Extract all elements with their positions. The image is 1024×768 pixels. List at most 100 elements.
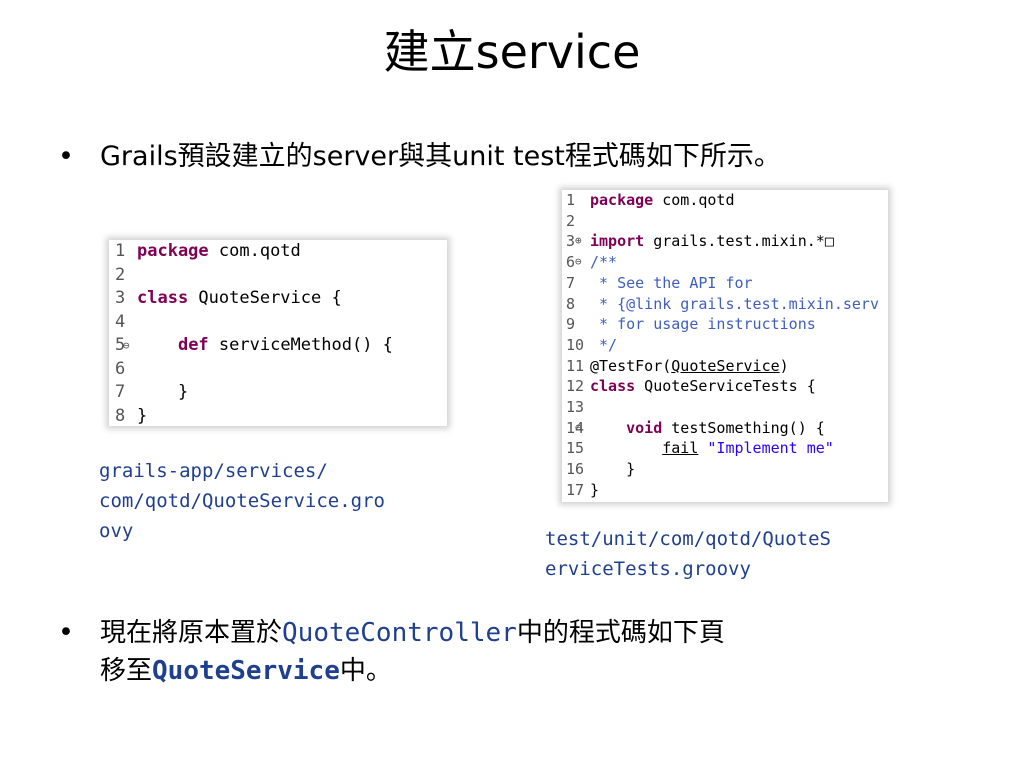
line-number: 9 [566, 315, 576, 334]
quote-service-code: QuoteService [152, 656, 340, 686]
line-number: 2 [115, 264, 126, 285]
fold-collapse-icon[interactable]: ⊖ [123, 339, 130, 352]
code-plain: com.qotd [208, 241, 301, 261]
code-keyword: class [590, 377, 636, 396]
code-text: * for usage instructions [590, 314, 816, 335]
bullet-2-pre: 現在將原本置於 [100, 618, 283, 648]
code-line: 7 * See the API for [562, 273, 888, 294]
code-indent [590, 419, 626, 437]
code-line: 3⊕import grails.test.mixin.*□ [562, 231, 888, 252]
line-number: 8 [566, 294, 576, 313]
code-line: 13 [562, 397, 888, 418]
line-number: 15 [566, 439, 585, 458]
code-plain: serviceMethod() { [208, 335, 393, 355]
line-number: 14 [566, 418, 585, 437]
code-comment: * for usage instructions [590, 315, 816, 334]
code-line: 11 @TestFor(QuoteService) [562, 356, 888, 377]
code-text: @TestFor(QuoteService) [590, 356, 789, 377]
bullet-1-text: Grails預設建立的server與其unit test程式碼如下所示。 [100, 141, 781, 172]
code-line: 10 */ [562, 335, 888, 356]
code-plain: } [137, 405, 148, 426]
line-number: 7 [566, 273, 576, 292]
code-text: } [590, 459, 635, 480]
code-underlined: fail [662, 439, 699, 458]
code-plain: ) [779, 356, 789, 375]
code-plain: } [590, 480, 600, 499]
code-string: "Implement me" [698, 439, 834, 458]
quote-controller-code: QuoteController [282, 618, 517, 648]
code-line: 6⊖ /** [562, 252, 888, 273]
code-text: package com.qotd [137, 240, 301, 264]
fold-expand-icon[interactable]: ⊕ [575, 234, 582, 248]
line-number: 17 [566, 480, 585, 499]
quote-service-code-screenshot: 1 package com.qotd 2 3 class QuoteService { 4… [109, 240, 447, 426]
code-line: 2 [109, 264, 447, 288]
code-text: } [590, 480, 599, 501]
service-file-path: grails-app/services/ com/qotd/QuoteServi… [99, 460, 385, 542]
code-text: class QuoteService { [137, 287, 342, 311]
bullet-2-line2-post: 中。 [339, 656, 392, 686]
line-number: 1 [566, 191, 576, 209]
line-number: 3 [566, 232, 576, 251]
line-number: 8 [115, 405, 126, 426]
line-number: 6 [115, 358, 126, 379]
fold-collapse-icon[interactable]: ⊖ [575, 255, 582, 269]
code-line: 7 } [109, 381, 447, 405]
code-plain: grails.test.mixin.* [644, 232, 825, 251]
code-plain: } [137, 382, 189, 402]
code-text: /** [590, 252, 617, 273]
bullet-dot: • [58, 617, 74, 648]
code-line: 17} [562, 480, 888, 501]
line-number: 1 [115, 241, 126, 261]
page-title: 建立service [383, 25, 641, 79]
code-keyword: def [177, 335, 209, 355]
code-plain: QuoteService { [188, 288, 342, 308]
bullet-2-line2-pre: 移至 [100, 656, 153, 686]
code-line: 5⊖ def serviceMethod() { [109, 334, 447, 358]
line-number: 5 [115, 335, 126, 355]
code-line: 1 package com.qotd [109, 240, 447, 264]
line-number: 10 [566, 335, 585, 354]
code-line: 15 fail "Implement me" [562, 438, 888, 459]
code-plain: } [590, 460, 636, 479]
line-number: 16 [566, 460, 585, 479]
code-keyword: class [137, 288, 189, 308]
line-number: 3 [115, 288, 126, 308]
line-number: 7 [115, 382, 126, 402]
code-underlined: QuoteService [671, 356, 780, 375]
code-comment: */ [590, 335, 618, 354]
code-text: void testSomething() { [590, 418, 825, 439]
code-line: 2 [562, 211, 888, 232]
code-line: 14⊖ void testSomething() { [562, 418, 888, 439]
code-text: def serviceMethod() { [137, 334, 393, 358]
code-comment: * See the API for [590, 273, 753, 292]
code-comment: /** [590, 253, 618, 272]
line-number: 4 [115, 311, 126, 332]
line-number: 12 [566, 377, 585, 396]
bullet-2-text: 現在將原本置於QuoteController中的程式碼如下頁 移至QuoteSe… [100, 614, 725, 690]
code-plain: @TestFor( [590, 356, 672, 375]
code-line: 1 package com.qotd [562, 190, 888, 211]
line-number: 2 [566, 211, 576, 230]
code-line: 8} [109, 405, 447, 429]
line-number: 13 [566, 398, 585, 416]
fold-collapse-icon[interactable]: ⊖ [575, 420, 582, 434]
collapsed-block-icon: □ [824, 232, 834, 251]
line-number: 6 [566, 253, 576, 272]
line-number: 11 [566, 356, 585, 375]
code-plain: com.qotd [653, 191, 735, 209]
code-line: 3 class QuoteService { [109, 287, 447, 311]
code-text: fail "Implement me" [590, 438, 834, 459]
code-text: } [137, 381, 188, 405]
code-keyword: package [590, 191, 654, 209]
code-line: 16 } [562, 459, 888, 480]
code-line: 8 * {@link grails.test.mixin.serv [562, 294, 888, 315]
code-plain: testSomething() { [662, 418, 825, 437]
bullet-2-mid: 中的程式碼如下頁 [516, 618, 725, 648]
code-keyword: void [626, 418, 663, 437]
code-keyword: package [137, 241, 209, 261]
code-indent [137, 335, 178, 355]
code-line: 9 * for usage instructions [562, 314, 888, 335]
